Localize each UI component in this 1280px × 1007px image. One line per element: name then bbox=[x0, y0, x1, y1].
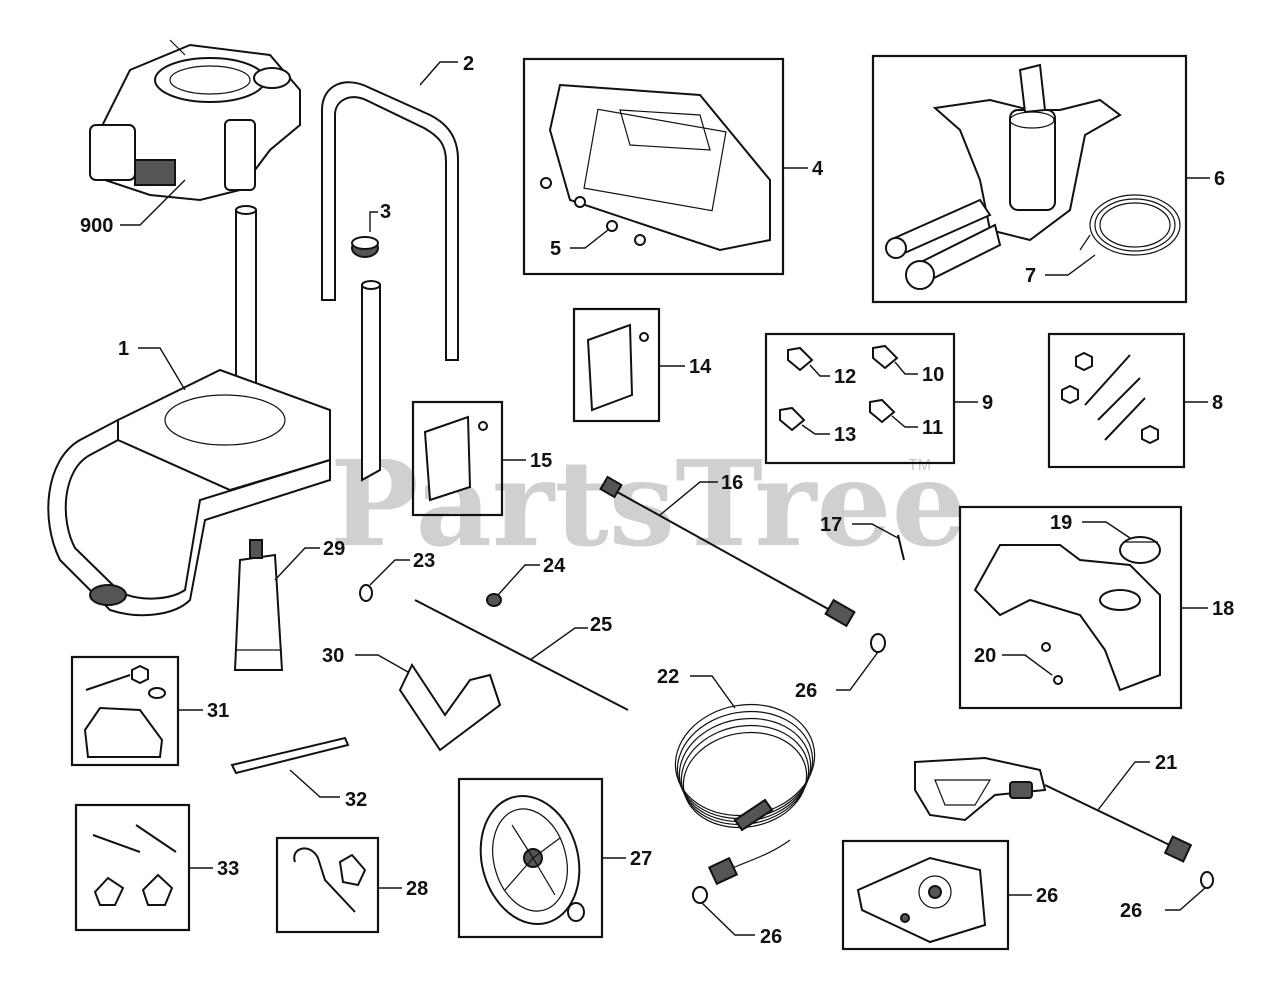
callout-3: 3 bbox=[380, 201, 391, 223]
box-plate-15 bbox=[411, 400, 504, 517]
callout-900: 900 bbox=[80, 215, 113, 237]
callout-18: 18 bbox=[1212, 598, 1234, 620]
part-spray-gun-21[interactable] bbox=[914, 756, 1193, 863]
part-pump[interactable] bbox=[885, 63, 1122, 290]
callout-14: 14 bbox=[689, 356, 712, 378]
callout-26c: 26 bbox=[1036, 885, 1058, 907]
part-bottle-29[interactable] bbox=[233, 539, 284, 671]
callout-21: 21 bbox=[1155, 752, 1177, 774]
part-screws-20[interactable] bbox=[1041, 642, 1063, 685]
part-handle[interactable] bbox=[321, 81, 459, 361]
part-hose-hook-30[interactable] bbox=[398, 662, 502, 752]
part-hose-22[interactable] bbox=[667, 694, 824, 886]
part-valve-26[interactable] bbox=[856, 856, 987, 944]
callout-11: 11 bbox=[922, 417, 943, 439]
part-nozzles[interactable] bbox=[779, 344, 899, 432]
part-plug[interactable] bbox=[351, 236, 379, 258]
part-o-ring-26b[interactable] bbox=[692, 886, 708, 904]
box-cup-kit bbox=[70, 655, 180, 767]
part-bolts-8[interactable] bbox=[1061, 351, 1159, 445]
callout-13: 13 bbox=[834, 424, 856, 446]
part-wheel-27[interactable] bbox=[467, 785, 593, 935]
callout-2: 2 bbox=[463, 53, 474, 75]
part-o-ring-26a[interactable] bbox=[870, 633, 886, 653]
callout-19: 19 bbox=[1050, 512, 1072, 534]
callout-16: 16 bbox=[721, 472, 743, 494]
part-plate-14[interactable] bbox=[586, 323, 649, 412]
callout-1: 1 bbox=[118, 338, 129, 360]
part-panel[interactable] bbox=[548, 83, 771, 252]
callout-33: 33 bbox=[217, 858, 239, 880]
callout-4: 4 bbox=[812, 158, 824, 180]
callout-25: 25 bbox=[590, 614, 612, 636]
part-hose-coil-7[interactable] bbox=[1079, 194, 1181, 256]
part-knobs-33[interactable] bbox=[92, 824, 177, 906]
callout-31: 31 bbox=[207, 700, 229, 722]
part-washer-24[interactable] bbox=[486, 593, 502, 607]
callout-26b: 26 bbox=[760, 926, 782, 948]
part-cap-19[interactable] bbox=[1119, 536, 1161, 564]
callout-26d: 26 bbox=[1120, 900, 1142, 922]
box-nozzle-kit bbox=[764, 332, 956, 465]
part-pin-17[interactable] bbox=[897, 534, 905, 561]
part-frame[interactable] bbox=[47, 205, 381, 617]
part-engine[interactable] bbox=[89, 39, 301, 202]
callout-7: 7 bbox=[1025, 265, 1036, 287]
part-lance-16[interactable] bbox=[599, 475, 856, 628]
part-strap-32[interactable] bbox=[230, 736, 350, 775]
part-o-ring-23[interactable] bbox=[359, 584, 373, 602]
callout-20: 20 bbox=[974, 645, 996, 667]
callout-10: 10 bbox=[922, 364, 944, 386]
part-o-ring-26d[interactable] bbox=[1200, 871, 1214, 889]
callout-23: 23 bbox=[413, 550, 435, 572]
callout-15: 15 bbox=[530, 450, 552, 472]
callout-8: 8 bbox=[1212, 392, 1223, 414]
part-rod-25[interactable] bbox=[414, 599, 629, 711]
callout-28: 28 bbox=[406, 878, 428, 900]
callout-24: 24 bbox=[543, 555, 566, 577]
callout-12: 12 bbox=[834, 366, 856, 388]
callout-29: 29 bbox=[323, 538, 345, 560]
callout-22: 22 bbox=[657, 666, 679, 688]
trademark-mark: TM bbox=[908, 457, 931, 474]
box-knob-kit bbox=[74, 803, 191, 932]
part-cup-31[interactable] bbox=[83, 664, 166, 758]
box-bolt-kit bbox=[1047, 332, 1186, 469]
callout-17: 17 bbox=[820, 514, 842, 536]
part-screws-5[interactable] bbox=[540, 177, 646, 246]
callout-26a: 26 bbox=[795, 680, 817, 702]
box-pump-kit bbox=[871, 54, 1188, 304]
callout-6: 6 bbox=[1214, 168, 1225, 190]
callout-32: 32 bbox=[345, 789, 367, 811]
callout-5: 5 bbox=[550, 238, 561, 260]
part-plate-15[interactable] bbox=[423, 415, 488, 502]
part-j-bolt-28[interactable] bbox=[293, 847, 367, 913]
callout-27: 27 bbox=[630, 848, 652, 870]
box-bolt-28 bbox=[275, 836, 380, 934]
box-plate-14 bbox=[572, 307, 661, 423]
part-tank[interactable] bbox=[973, 544, 1161, 692]
callout-9: 9 bbox=[982, 392, 993, 414]
box-panel-kit bbox=[522, 57, 785, 276]
callout-30: 30 bbox=[322, 645, 344, 667]
